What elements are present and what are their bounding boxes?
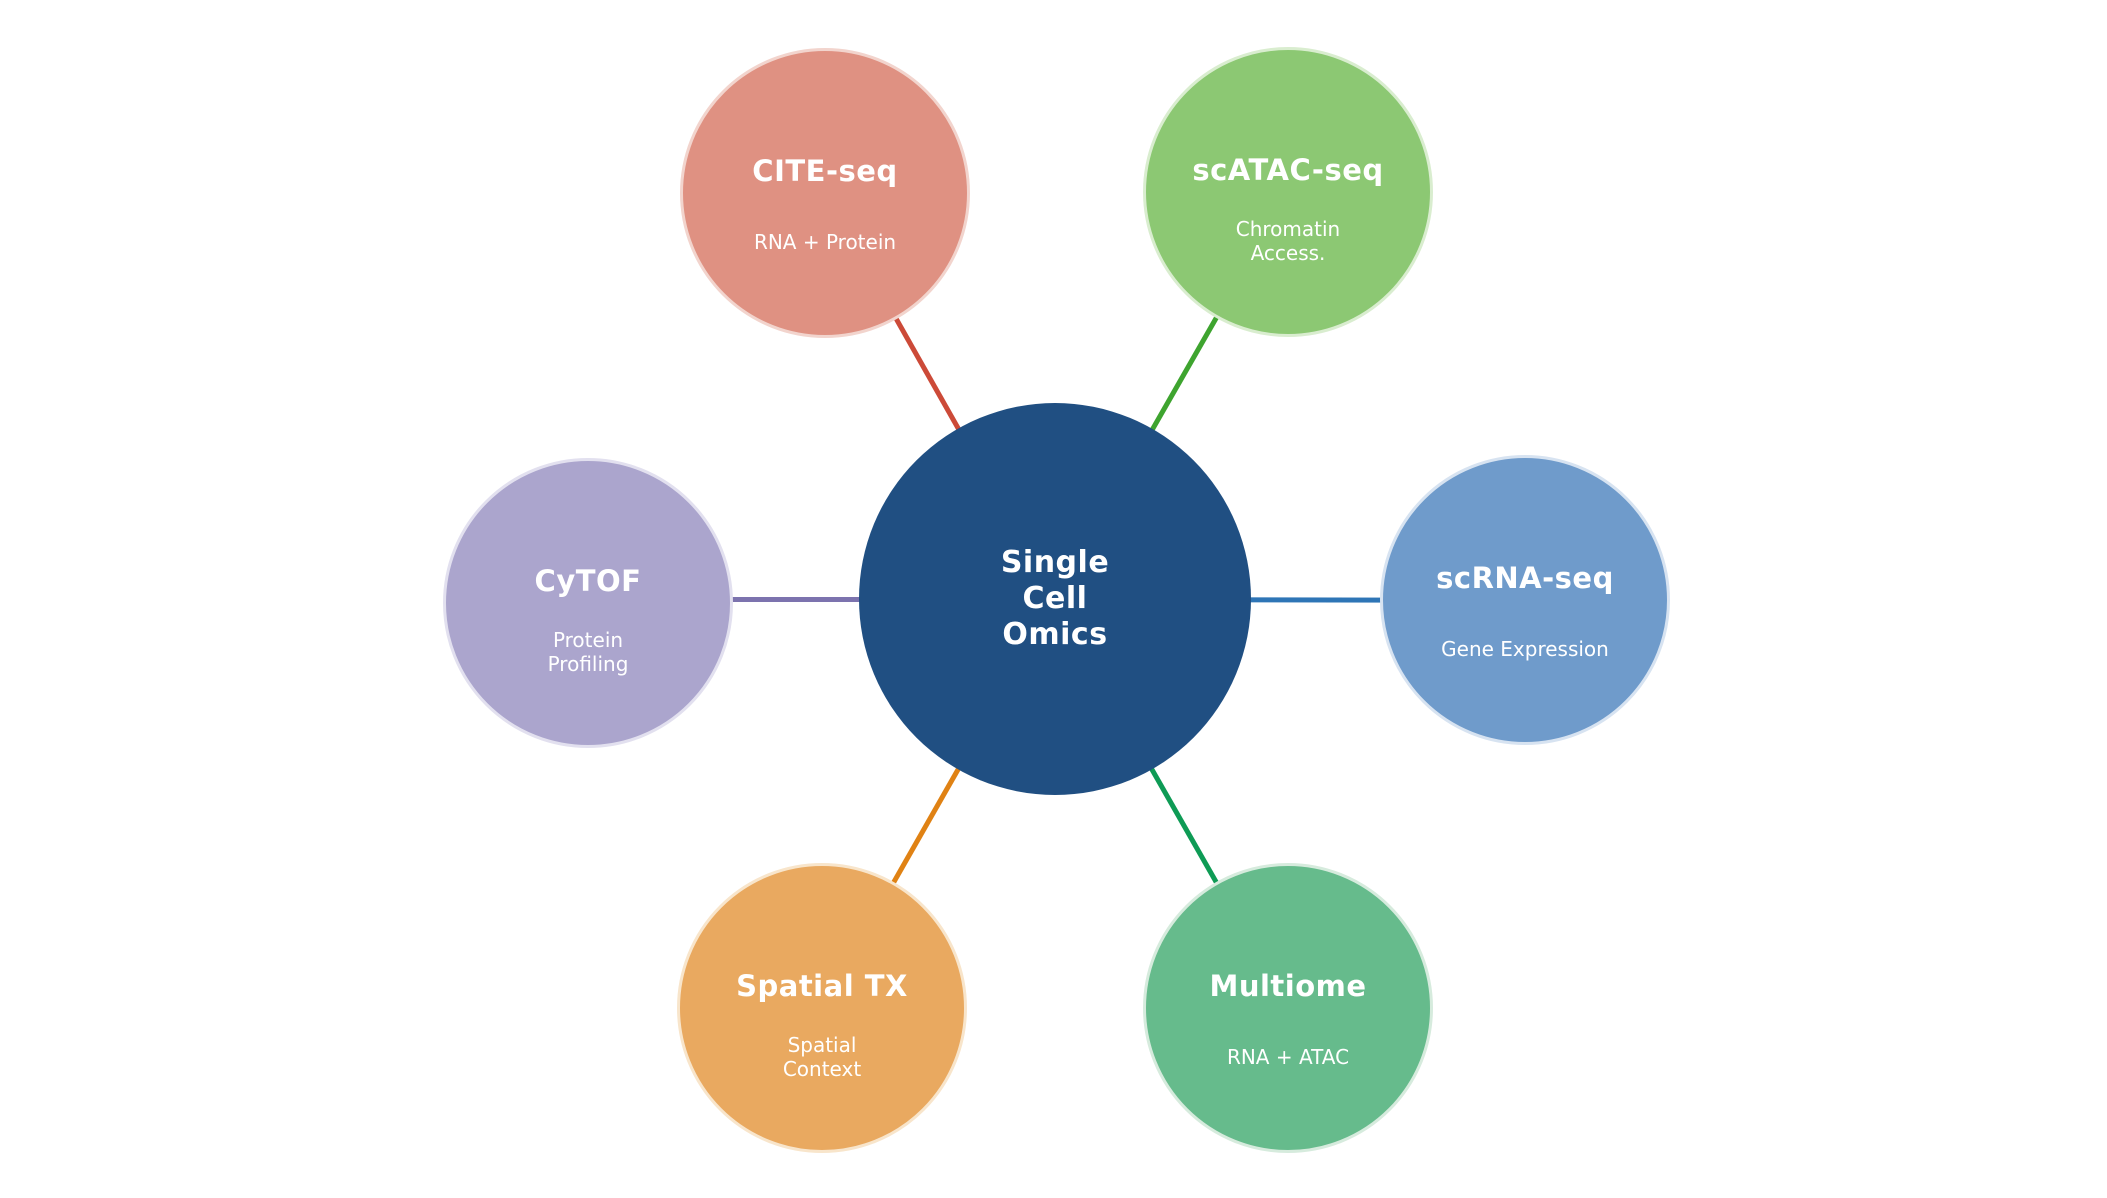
hub-title: Single Cell Omics (1000, 545, 1110, 652)
node-subtitle-multiome: RNA + ATAC (1226, 1045, 1350, 1069)
node-title-multiome: Multiome (1209, 969, 1367, 1003)
node-subtitle-cytof: Protein Profiling (547, 628, 629, 676)
node-title-spatial-tx: Spatial TX (736, 969, 908, 1003)
node-scrna-seq: scRNA-seq Gene Expression (1380, 455, 1670, 745)
node-cite-seq: CITE-seq RNA + Protein (680, 48, 970, 338)
node-title-scrna-seq: scRNA-seq (1436, 561, 1614, 595)
node-title-cytof: CyTOF (534, 564, 642, 598)
node-scatac-seq: scATAC-seq Chromatin Access. (1143, 47, 1433, 337)
node-title-cite-seq: CITE-seq (752, 154, 898, 188)
node-subtitle-scatac-seq: Chromatin Access. (1235, 217, 1341, 265)
node-subtitle-scrna-seq: Gene Expression (1441, 637, 1609, 661)
node-subtitle-cite-seq: RNA + Protein (753, 230, 897, 254)
node-spatial-tx: Spatial TX Spatial Context (677, 863, 967, 1153)
node-subtitle-spatial-tx: Spatial Context (782, 1033, 862, 1081)
node-cytof: CyTOF Protein Profiling (443, 458, 733, 748)
node-multiome: Multiome RNA + ATAC (1143, 863, 1433, 1153)
hub-circle-single-cell-omics: Single Cell Omics (859, 403, 1251, 795)
node-title-scatac-seq: scATAC-seq (1192, 153, 1384, 187)
